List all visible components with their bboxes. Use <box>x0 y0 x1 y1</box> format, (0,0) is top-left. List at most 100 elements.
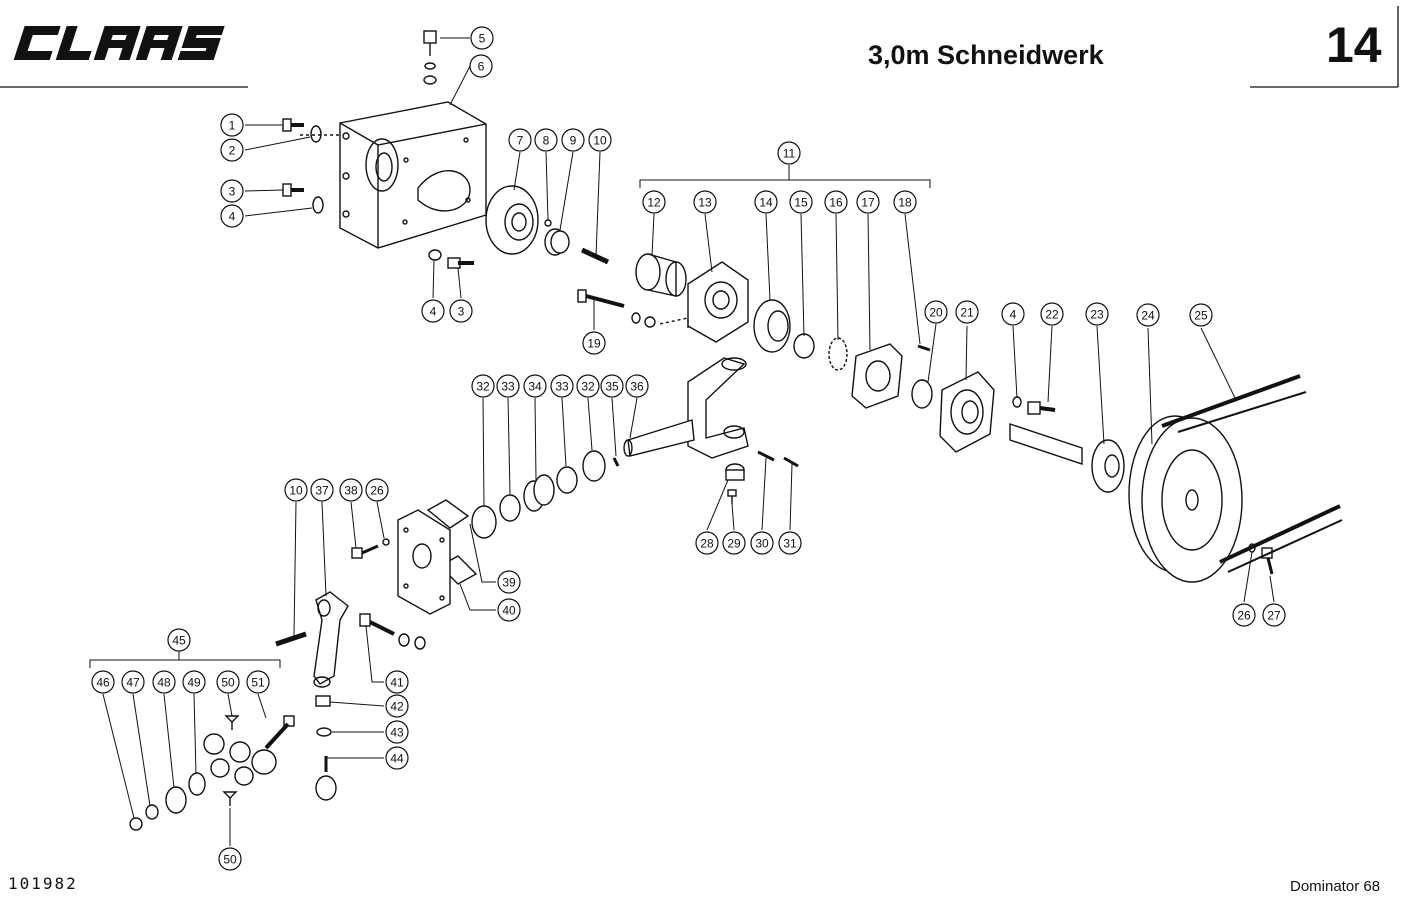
callout-33: 33 <box>496 374 520 398</box>
seal-16 <box>828 337 848 371</box>
callout-number: 19 <box>587 337 601 351</box>
callout-42: 42 <box>385 694 409 718</box>
callout-number: 27 <box>1267 609 1281 623</box>
callout-40: 40 <box>497 598 521 622</box>
callout-38: 38 <box>339 478 363 502</box>
callout-circle <box>449 299 473 323</box>
callout-circle <box>220 113 244 137</box>
page-number: 14 <box>1326 17 1382 73</box>
callout-number: 20 <box>929 306 943 320</box>
callout-circle <box>1001 302 1025 326</box>
bolt-22 <box>1027 401 1056 415</box>
callout-number: 48 <box>157 676 171 690</box>
callout-34: 34 <box>523 374 547 398</box>
callout-circle <box>385 694 409 718</box>
callout-number: 13 <box>698 196 712 210</box>
callout-number: 41 <box>390 676 404 690</box>
callout-circle <box>750 531 774 555</box>
callout-48: 48 <box>152 670 176 694</box>
callout-circle <box>182 670 206 694</box>
bolt-1 <box>282 118 304 132</box>
header-rules <box>0 6 1399 88</box>
callout-7: 7 <box>508 128 532 152</box>
callout-circle <box>220 179 244 203</box>
callout-46: 46 <box>91 670 115 694</box>
model-name: Dominator 68 <box>1290 878 1381 895</box>
callout-circle <box>216 670 240 694</box>
callout-18: 18 <box>893 190 917 214</box>
bearing-9 <box>544 228 570 256</box>
callout-circle <box>91 670 115 694</box>
circlip-32-left <box>471 505 497 539</box>
callout-3: 3 <box>449 299 473 323</box>
bolt-3-left <box>282 183 304 197</box>
callout-circle <box>695 531 719 555</box>
callout-circle <box>284 478 308 502</box>
callout-circle <box>955 300 979 324</box>
ball-joint-44 <box>315 756 337 801</box>
callout-11: 11 <box>777 141 801 165</box>
parts-line-art <box>129 30 1343 831</box>
v-belt-25 <box>1161 374 1343 573</box>
callout-circle <box>218 847 242 871</box>
callout-circle <box>893 190 917 214</box>
callout-number: 35 <box>605 380 619 394</box>
bearing-housing-13 <box>687 261 749 343</box>
callout-47: 47 <box>121 670 145 694</box>
drive-shaft-23 <box>1009 423 1125 493</box>
circlip-32-right <box>582 450 606 482</box>
callout-circle <box>778 531 802 555</box>
callout-circle <box>471 374 495 398</box>
callout-number: 3 <box>229 185 236 199</box>
grease-nipple-50-bottom <box>222 791 238 806</box>
callout-circle <box>1085 302 1109 326</box>
callout-9: 9 <box>561 128 585 152</box>
callout-number: 28 <box>700 537 714 551</box>
callout-number: 11 <box>783 147 796 161</box>
document-number: 101982 <box>8 874 78 893</box>
callout-51: 51 <box>246 670 270 694</box>
callout-31: 31 <box>778 531 802 555</box>
callout-number: 25 <box>1194 309 1208 323</box>
callout-circle <box>497 598 521 622</box>
callout-circle <box>470 26 494 50</box>
ball-8 <box>544 219 552 227</box>
callout-number: 33 <box>501 380 515 394</box>
callout-number: 49 <box>187 676 201 690</box>
callout-circle <box>777 141 801 165</box>
washer-47 <box>145 804 159 820</box>
grease-nipple-29 <box>727 489 737 504</box>
callout-37: 37 <box>310 478 334 502</box>
callout-number: 47 <box>126 676 140 690</box>
bolt-41 <box>359 613 426 650</box>
callout-circle <box>220 204 244 228</box>
callout-13: 13 <box>693 190 717 214</box>
callout-number: 9 <box>570 134 577 148</box>
callout-number: 50 <box>221 676 235 690</box>
gear-housing-6 <box>300 101 487 249</box>
callout-4: 4 <box>421 299 445 323</box>
callout-32: 32 <box>471 374 495 398</box>
callout-45: 45 <box>167 628 191 652</box>
callout-circle <box>1189 303 1213 327</box>
callout-number: 44 <box>390 752 404 766</box>
callout-39: 39 <box>497 570 521 594</box>
washer-43 <box>316 727 332 737</box>
callout-number: 32 <box>581 380 595 394</box>
callout-50: 50 <box>218 847 242 871</box>
callout-circle <box>924 300 948 324</box>
bolt-51 <box>264 715 295 750</box>
callout-circle <box>1136 303 1160 327</box>
callout-28: 28 <box>695 531 719 555</box>
wheel-48 <box>165 786 187 814</box>
callout-24: 24 <box>1136 303 1160 327</box>
callout-15: 15 <box>789 190 813 214</box>
callout-33: 33 <box>550 374 574 398</box>
callout-circle <box>856 190 880 214</box>
callout-number: 7 <box>517 134 524 148</box>
callout-circle <box>561 128 585 152</box>
roller-chain-links <box>203 733 277 786</box>
callout-number: 36 <box>630 380 644 394</box>
seal-33-right <box>556 466 578 494</box>
